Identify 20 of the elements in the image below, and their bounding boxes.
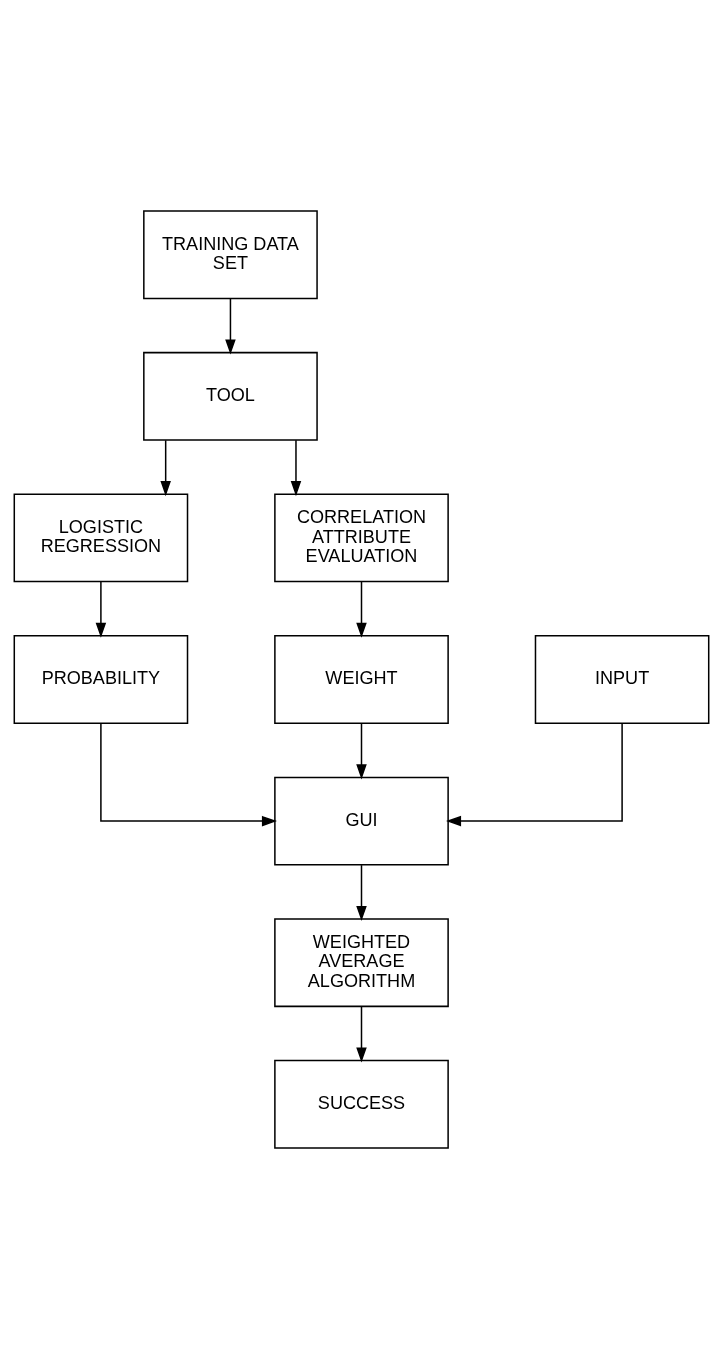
node-box: WEIGHTED AVERAGE ALGORITHM: [274, 917, 449, 1007]
node-box: CORRELATION ATTRIBUTE EVALUATION: [274, 492, 449, 582]
node-box: SUCCESS: [274, 1059, 449, 1149]
arrow: [225, 297, 236, 355]
node-box: PROBABILITY: [13, 634, 189, 724]
node-box: GUI: [274, 776, 449, 866]
arrow: [100, 722, 277, 826]
node-box: INPUT: [534, 634, 710, 724]
arrow: [160, 439, 171, 496]
arrow: [356, 863, 367, 921]
arrow: [290, 439, 302, 496]
node-box: WEIGHT: [274, 634, 449, 724]
node-box: LOGISTIC REGRESSION: [13, 492, 189, 582]
arrow: [356, 722, 367, 779]
node-box: TOOL: [143, 351, 318, 441]
arrow: [95, 580, 107, 638]
arrow: [356, 580, 367, 638]
arrow: [356, 1005, 367, 1063]
node-box: TRAINING DATA SET: [143, 209, 318, 299]
arrow: [446, 722, 623, 826]
